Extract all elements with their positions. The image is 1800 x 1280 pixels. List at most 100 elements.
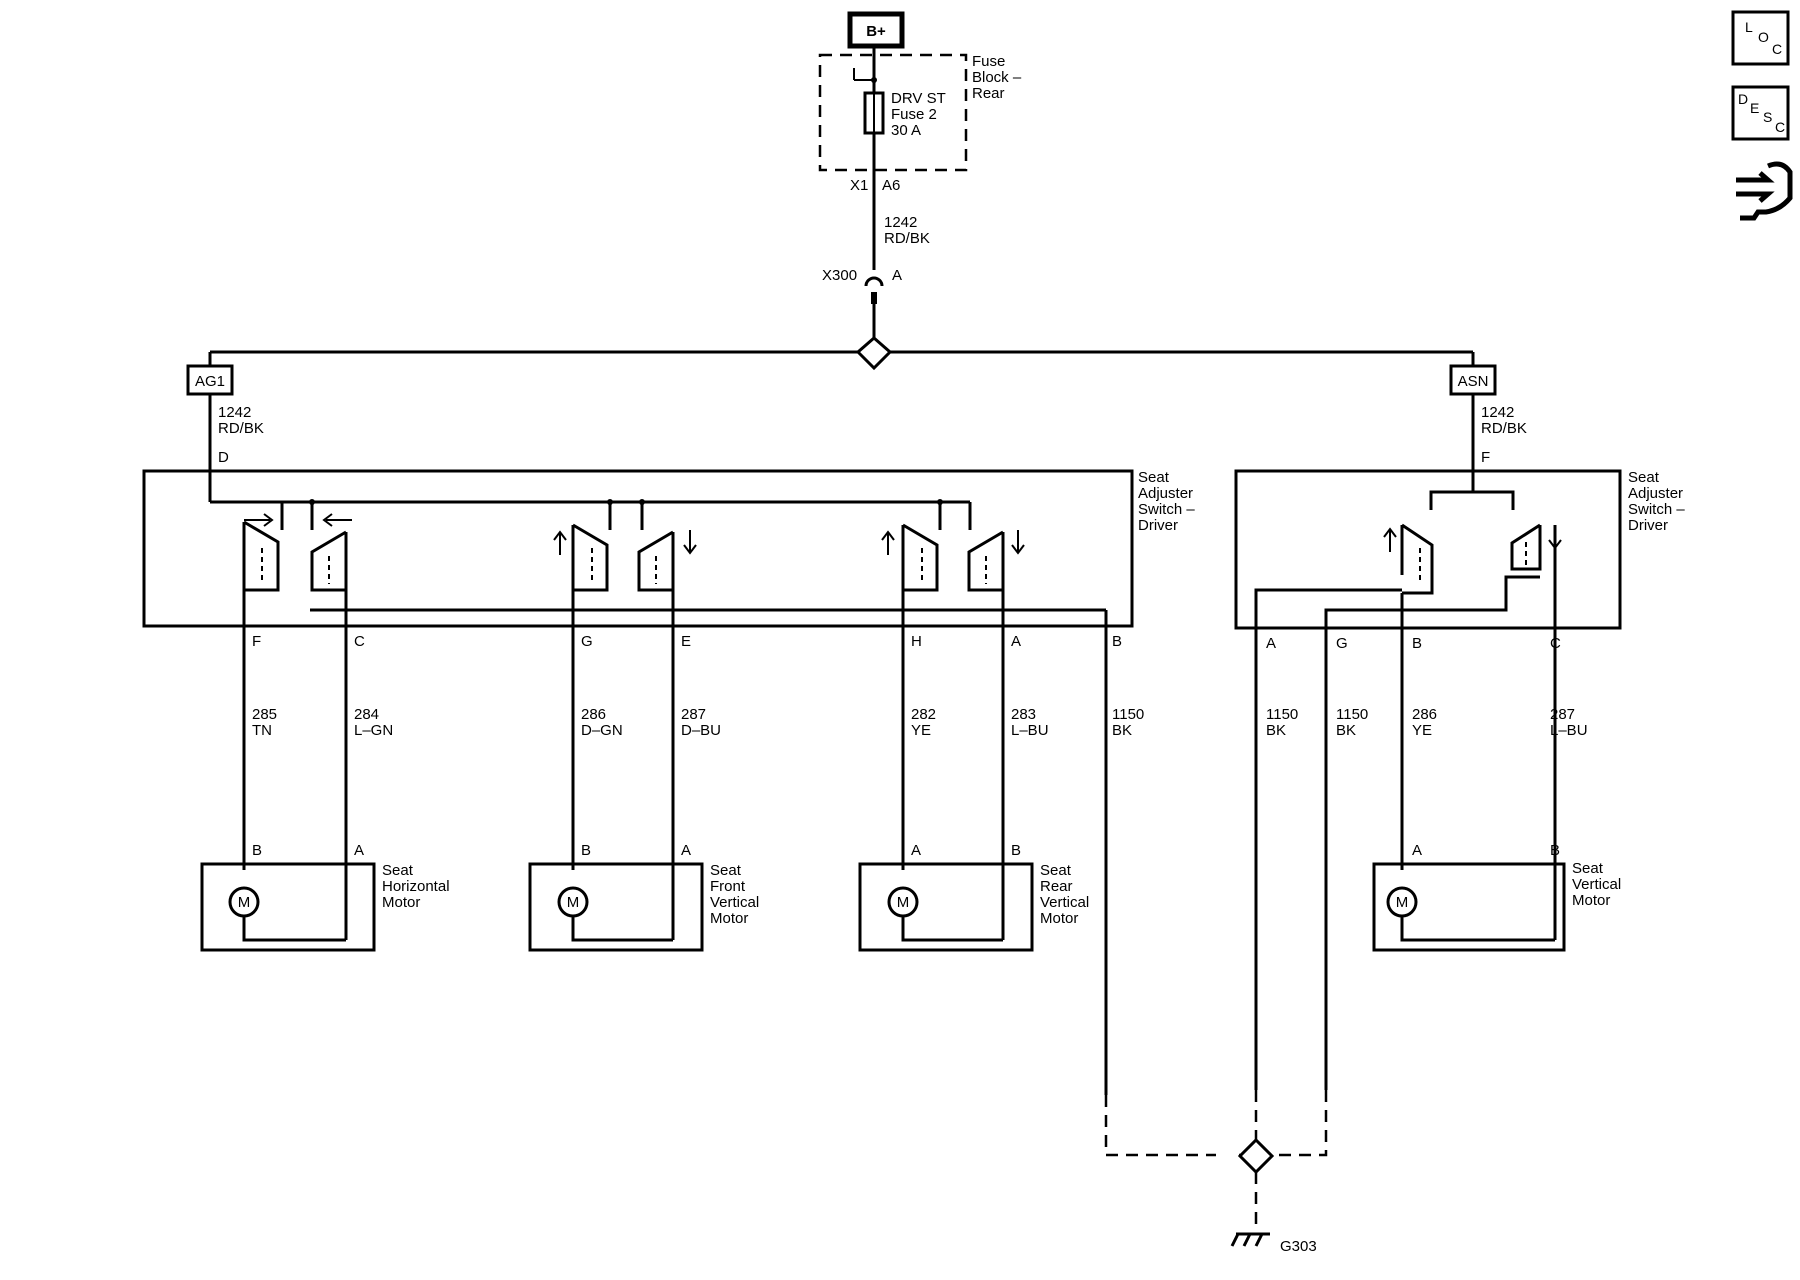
switch-contact-vertical-up (1400, 523, 1434, 595)
fuse-junction-dot (871, 77, 877, 83)
svg-text:B: B (252, 842, 262, 859)
arrow-left-icon (322, 513, 352, 527)
left-pin-g: G (581, 633, 593, 650)
switch-contact-rear-down (967, 530, 1005, 592)
left-pin-h: H (911, 633, 922, 650)
splice-diamond-icon (855, 336, 893, 371)
left-feed-circuit: 1242 RD/BK (218, 404, 264, 437)
right-feed-circuit: 1242 RD/BK (1481, 404, 1527, 437)
ground-splice-diamond-icon (1237, 1137, 1275, 1175)
right-pin-c: C (1550, 635, 1561, 652)
splice-pack-ag1-label: AG1 (195, 373, 225, 390)
switch-contact-horizontal-rear (310, 530, 348, 592)
svg-text:A: A (681, 842, 691, 859)
fuse-block-name: Fuse Block – Rear (972, 53, 1025, 102)
right-pin-a: A (1266, 635, 1276, 652)
connector-icon[interactable] (1736, 161, 1793, 221)
inline-connector-pin: A (892, 267, 902, 284)
left-seat-switch-box (142, 469, 1134, 628)
svg-text:B: B (1011, 842, 1021, 859)
svg-text:C: C (1772, 41, 1782, 57)
switch-contact-front-down (637, 530, 675, 592)
svg-text:M: M (238, 894, 251, 911)
right-switch-feed-bus (1429, 490, 1515, 510)
fuse-pin-a6: A6 (882, 177, 900, 194)
left-feed-pin: D (218, 449, 229, 466)
arrow-up-icon (881, 530, 895, 555)
left-pin-f: F (252, 633, 261, 650)
location-view-button[interactable]: L O C (1731, 10, 1790, 66)
right-seat-switch-box (1234, 469, 1622, 630)
svg-text:B: B (1550, 842, 1560, 859)
switch-contact-horizontal-fwd (242, 520, 280, 592)
left-pin-a: A (1011, 633, 1021, 650)
svg-text:D: D (1738, 91, 1748, 107)
svg-text:O: O (1758, 29, 1769, 45)
svg-text:A: A (1412, 842, 1422, 859)
arrow-up-icon (553, 530, 567, 555)
svg-text:M: M (567, 894, 580, 911)
svg-text:M: M (897, 894, 910, 911)
arrow-right-icon (244, 513, 274, 527)
svg-text:M: M (1396, 894, 1409, 911)
svg-text:C: C (1775, 119, 1785, 135)
arrow-down-icon (683, 530, 697, 555)
right-pin-g: G (1336, 635, 1348, 652)
ground-label: G303 (1280, 1238, 1317, 1255)
inline-connector-male (871, 292, 877, 304)
fuse-busbar-tap (853, 68, 874, 81)
right-pin-b: B (1412, 635, 1422, 652)
fuse-rating: DRV ST Fuse 2 30 A (891, 90, 950, 139)
inline-connector-name: X300 (822, 267, 857, 284)
svg-text:A: A (911, 842, 921, 859)
splice-pack-ag1-box (186, 364, 234, 396)
left-pin-c: C (354, 633, 365, 650)
svg-text:B: B (581, 842, 591, 859)
switch-contact-vertical-down (1510, 523, 1542, 571)
fuse-block-outline (818, 53, 968, 172)
splice-pack-asn-box (1449, 364, 1497, 396)
ground-dashed-bus (1104, 1090, 1328, 1157)
feed-wire-circuit: 1242 RD/BK (884, 214, 930, 247)
switch-contact-rear-up (901, 523, 939, 592)
switch-contact-front-up (571, 523, 609, 592)
arrow-up-icon (1383, 527, 1397, 552)
right-feed-pin: F (1481, 449, 1490, 466)
svg-text:A: A (354, 842, 364, 859)
ground-icon (1230, 1232, 1270, 1247)
left-pin-b: B (1112, 633, 1122, 650)
right-switch-name: Seat Adjuster Switch – Driver (1628, 469, 1689, 534)
arrow-down-icon (1011, 530, 1025, 555)
inline-connector-icon (864, 276, 884, 287)
battery-positive-label: B+ (866, 23, 886, 40)
svg-text:E: E (1750, 100, 1759, 116)
left-pin-e: E (681, 633, 691, 650)
fuse-pin-x1: X1 (850, 177, 868, 194)
battery-positive-box (847, 11, 905, 49)
svg-text:L: L (1745, 19, 1753, 35)
description-view-button[interactable]: D E S C (1731, 85, 1790, 141)
left-switch-name: Seat Adjuster Switch – Driver (1138, 469, 1199, 534)
splice-pack-asn-label: ASN (1458, 373, 1489, 390)
svg-text:S: S (1763, 109, 1772, 125)
